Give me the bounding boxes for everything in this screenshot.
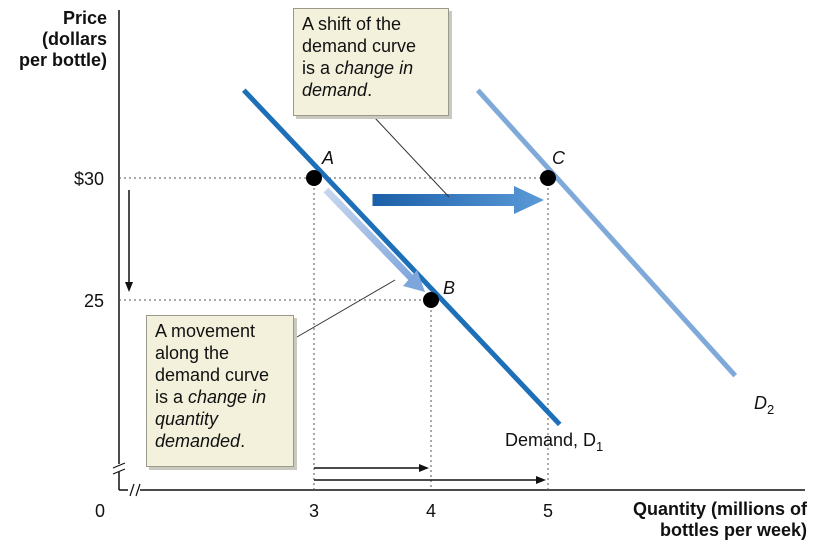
point-label-c: C <box>552 148 566 168</box>
demand2-label: D2 <box>754 393 774 417</box>
dotted-guides <box>119 177 549 490</box>
tick-labels: 3 4 5 $30 25 0 <box>74 169 553 521</box>
y-axis-title-line2: (dollars <box>41 29 107 49</box>
x-tick-5: 5 <box>543 501 553 521</box>
y-tick-30: $30 <box>74 169 104 189</box>
point-c <box>540 170 556 186</box>
y-tick-25: 25 <box>84 291 104 311</box>
movement-callout-line1: A movement <box>155 321 256 341</box>
demand1-label: Demand, D1 <box>505 430 603 454</box>
point-a <box>306 170 322 186</box>
price-change-arrow-head <box>125 282 133 292</box>
x-tick-3: 3 <box>309 501 319 521</box>
y-axis-title-line1: Price <box>62 8 107 28</box>
axis-arrows <box>125 190 546 484</box>
demand-curve-1 <box>241 88 562 427</box>
quantity-shift-arrow-head <box>536 476 546 484</box>
demand-curve-2 <box>475 88 738 378</box>
shift-arrow <box>372 186 544 214</box>
shift-callout-line2: demand curve <box>302 36 417 56</box>
origin-label: 0 <box>95 501 105 521</box>
points: A B C <box>306 148 566 308</box>
y-axis-title-line3: per bottle) <box>19 50 107 70</box>
shift-callout-line4: demand. <box>302 80 373 100</box>
x-axis-break <box>128 483 141 497</box>
movement-callout-line2: along the <box>155 343 230 363</box>
movement-callout-line3: demand curve <box>155 365 270 385</box>
x-tick-4: 4 <box>426 501 436 521</box>
y-axis-break <box>112 462 126 475</box>
point-label-a: A <box>321 148 334 168</box>
movement-callout-line6: demanded. <box>155 431 246 451</box>
shift-callout-line3: is a change in <box>302 58 414 78</box>
movement-callout-line5: quantity <box>155 409 219 429</box>
y-axis-title: Price (dollars per bottle) <box>19 8 107 71</box>
shift-callout-line1: A shift of the <box>302 14 402 34</box>
movement-callout-connector <box>296 279 396 338</box>
quantity-movement-arrow-head <box>419 464 429 472</box>
x-axis-title-line2: bottles per week) <box>659 520 807 540</box>
demand-curves <box>241 88 738 427</box>
movement-arrow-shaft <box>323 187 418 285</box>
shift-arrows <box>323 186 544 292</box>
movement-callout: A movement along the demand curve is a c… <box>146 315 294 467</box>
shift-callout-connector <box>374 117 450 198</box>
shift-callout: A shift of the demand curve is a change … <box>293 8 449 116</box>
movement-arrow-head <box>403 270 425 292</box>
point-label-b: B <box>443 278 455 298</box>
x-axis-title: Quantity (millions of bottles per week) <box>633 499 807 541</box>
point-b <box>423 292 439 308</box>
x-axis-title-line1: Quantity (millions of <box>633 499 807 519</box>
movement-callout-line4: is a change in <box>155 387 267 407</box>
